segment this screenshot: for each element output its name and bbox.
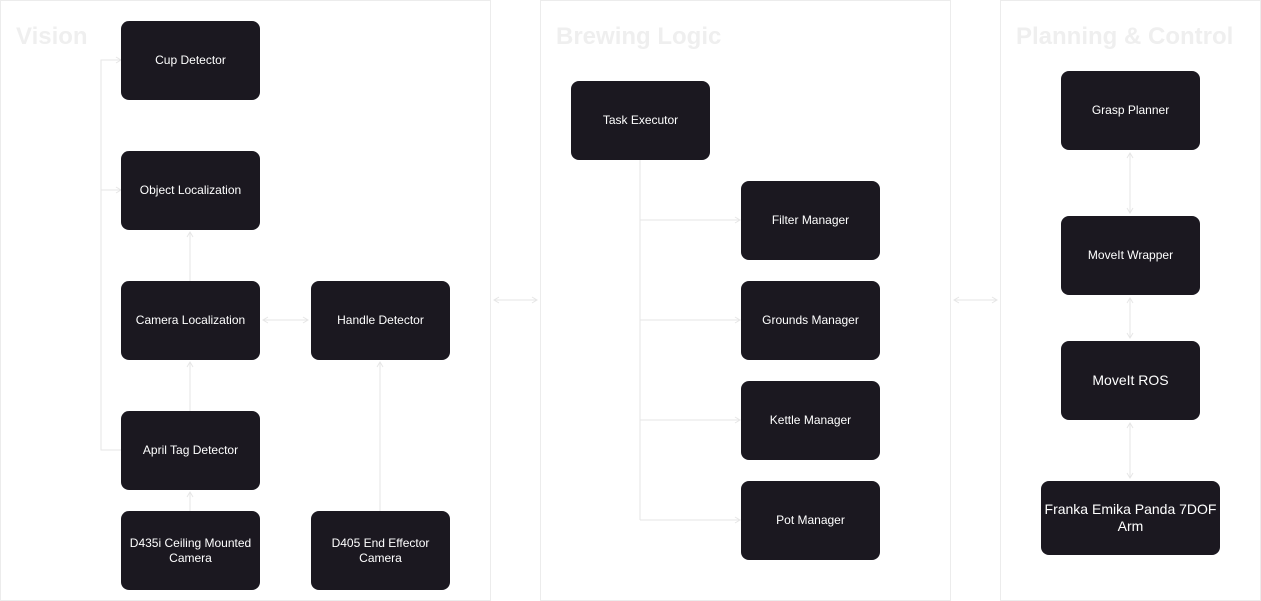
- camera-localization-node[interactable]: Camera Localization: [121, 281, 260, 360]
- kettle-manager-node[interactable]: Kettle Manager: [741, 381, 880, 460]
- planning-control-panel-title: Planning & Control: [1016, 23, 1234, 50]
- grasp-planner-node[interactable]: Grasp Planner: [1061, 71, 1200, 150]
- task-executor-node[interactable]: Task Executor: [571, 81, 710, 160]
- d435i-camera-node[interactable]: D435i Ceiling Mounted Camera: [121, 511, 260, 590]
- cup-detector-node[interactable]: Cup Detector: [121, 21, 260, 100]
- object-localization-node[interactable]: Object Localization: [121, 151, 260, 230]
- moveit-ros-node[interactable]: MoveIt ROS: [1061, 341, 1200, 420]
- d405-camera-node[interactable]: D405 End Effector Camera: [311, 511, 450, 590]
- handle-detector-node[interactable]: Handle Detector: [311, 281, 450, 360]
- moveit-wrapper-node[interactable]: MoveIt Wrapper: [1061, 216, 1200, 295]
- grounds-manager-node[interactable]: Grounds Manager: [741, 281, 880, 360]
- brewing-logic-panel-title: Brewing Logic: [556, 23, 722, 50]
- filter-manager-node[interactable]: Filter Manager: [741, 181, 880, 260]
- april-tag-detector-node[interactable]: April Tag Detector: [121, 411, 260, 490]
- pot-manager-node[interactable]: Pot Manager: [741, 481, 880, 560]
- vision-panel-title: Vision: [16, 23, 88, 50]
- franka-arm-node[interactable]: Franka Emika Panda 7DOF Arm: [1041, 481, 1220, 555]
